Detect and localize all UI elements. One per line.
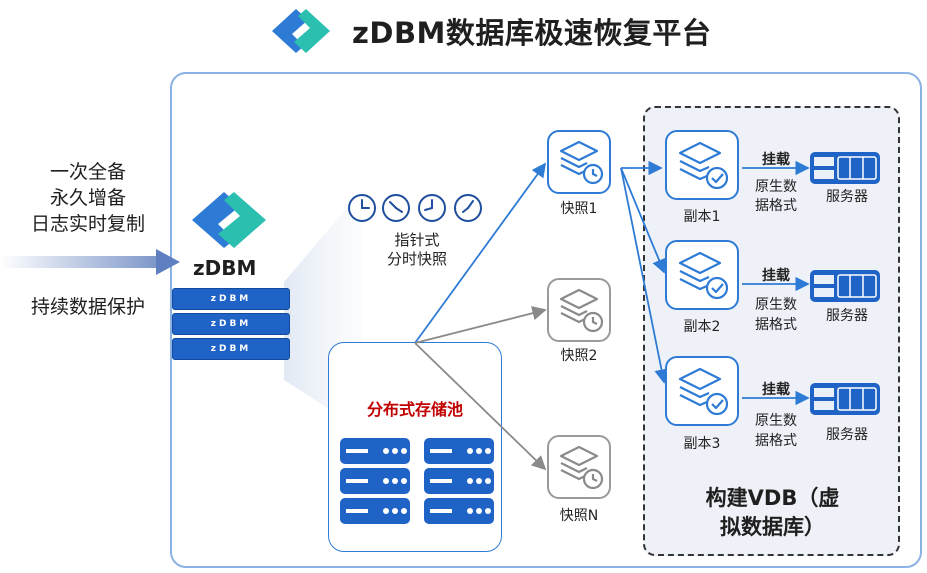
left-line-3: 日志实时复制 (30, 213, 145, 235)
clock-icons (348, 194, 482, 222)
replica-2-icon (678, 251, 729, 300)
server-3-icon (810, 383, 880, 415)
replica-1-box (665, 130, 739, 200)
format-label-2a: 原生数 (755, 297, 797, 313)
snapshot-2-box (547, 278, 611, 342)
snapshot-n-box (547, 435, 611, 499)
snapshot-2-label: 快照2 (560, 348, 598, 364)
replica-3-box (665, 356, 739, 426)
zdbm-disk-2: zDBM (172, 313, 290, 335)
vdb-label-line-2: 拟数据库） (720, 515, 825, 539)
title-logo-icon (272, 9, 330, 53)
server-2-label: 服务器 (826, 308, 868, 324)
zdbm-disk-3: zDBM (172, 338, 290, 360)
format-label-3b: 据格式 (755, 433, 797, 449)
left-line-1: 一次全备 (49, 161, 126, 183)
snapshot-n-icon (559, 445, 604, 490)
storage-pool-label: 分布式存储池 (366, 400, 463, 419)
snapshot-1-icon (559, 140, 604, 185)
server-2-icon (810, 270, 880, 302)
mount-label-2: 挂载 (762, 268, 790, 284)
page-title: zDBM数据库极速恢复平台 (352, 16, 712, 50)
zdbm-disk-3-label: zDBM (210, 344, 252, 354)
server-1-label: 服务器 (826, 189, 868, 205)
main-frame (170, 72, 922, 568)
replica-2-label: 副本2 (683, 319, 721, 335)
zdbm-disk-1: zDBM (172, 288, 290, 310)
snapshot-2-icon (559, 288, 604, 333)
vdb-label-line-1: 构建VDB（虚 (705, 486, 840, 510)
clock-label-1: 指针式 (394, 231, 440, 249)
input-arrow-icon (0, 249, 180, 275)
format-label-2b: 据格式 (755, 317, 797, 333)
replica-2-box (665, 240, 739, 310)
snapshot-1-box (547, 130, 611, 194)
storage-servers-icon (340, 438, 494, 524)
left-line-2: 永久增备 (49, 187, 126, 209)
server-3-label: 服务器 (826, 427, 868, 443)
snapshot-1-label: 快照1 (560, 201, 598, 217)
replica-3-icon (678, 367, 729, 416)
zdbm-disk-2-label: zDBM (210, 319, 252, 329)
format-label-1a: 原生数 (755, 179, 797, 195)
mount-label-3: 挂载 (762, 382, 790, 398)
continuous-protection-label: 持续数据保护 (30, 296, 145, 318)
replica-1-label: 副本1 (683, 209, 721, 225)
zdbm-logo-icon (192, 192, 266, 248)
format-label-3a: 原生数 (755, 413, 797, 429)
replica-1-icon (678, 141, 729, 190)
mount-label-1: 挂载 (762, 152, 790, 168)
replica-3-label: 副本3 (683, 436, 721, 452)
zdbm-disk-1-label: zDBM (210, 294, 252, 304)
clock-label-2: 分时快照 (386, 250, 447, 268)
zdbm-label: zDBM (193, 256, 257, 280)
format-label-1b: 据格式 (755, 198, 797, 214)
vdb-label: 构建VDB（虚 拟数据库） (660, 484, 885, 542)
server-1-icon (810, 152, 880, 184)
snapshot-n-label: 快照N (559, 508, 599, 524)
